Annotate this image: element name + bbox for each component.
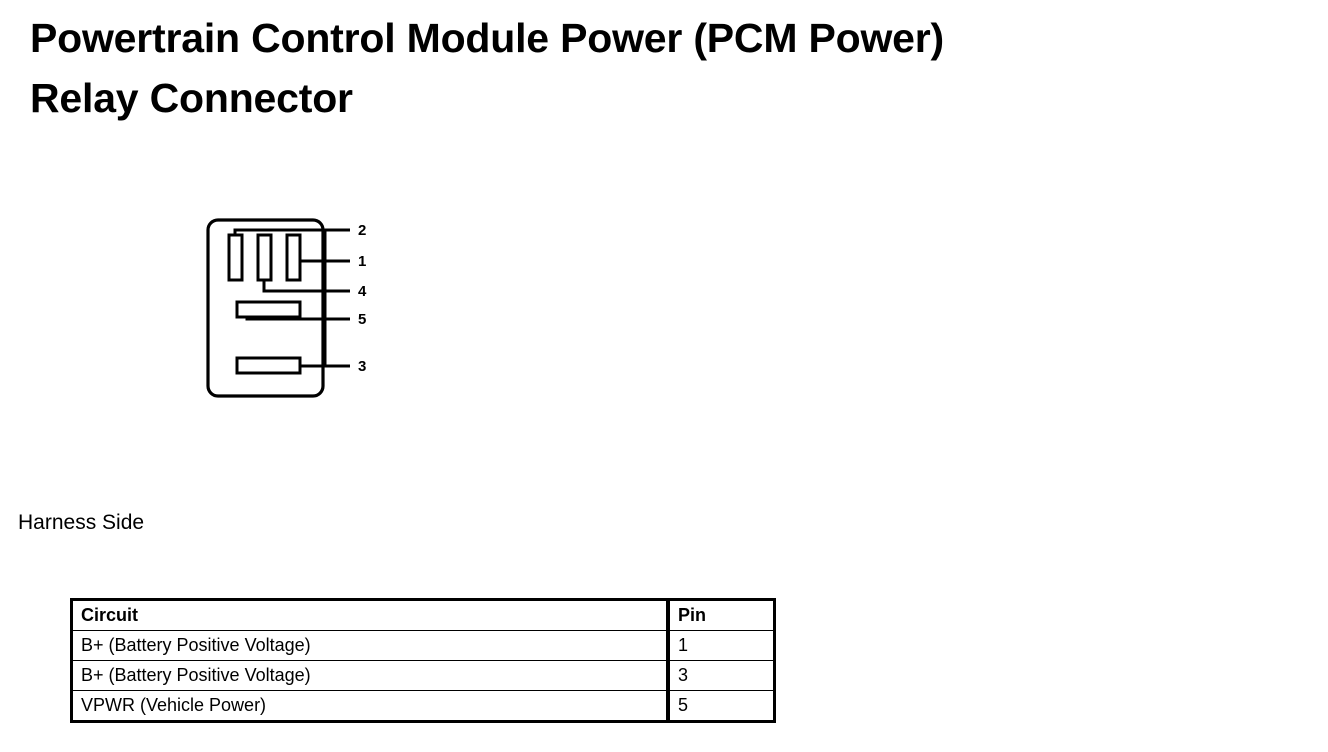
pin-number-label-5: 5 (358, 311, 367, 328)
terminal-blade-pin-5 (235, 300, 302, 319)
terminal-blade-pin-1 (285, 233, 302, 282)
leader-line-pin-4 (262, 280, 350, 293)
cell-pin: 1 (666, 630, 775, 661)
pin-number-label-3: 3 (358, 358, 367, 375)
column-header-circuit: Circuit (71, 599, 669, 631)
pinout-table: Circuit Pin B+ (Battery Positive Voltage… (70, 598, 776, 723)
cell-circuit: B+ (Battery Positive Voltage) (71, 630, 669, 661)
pin-number-label-4: 4 (358, 283, 367, 300)
cell-circuit: B+ (Battery Positive Voltage) (71, 660, 669, 691)
table-row: B+ (Battery Positive Voltage) 3 (71, 660, 775, 691)
column-header-pin: Pin (666, 599, 775, 631)
table-row: VPWR (Vehicle Power) 5 (71, 690, 775, 722)
cell-pin: 5 (666, 690, 775, 722)
pin-number-label-2: 2 (358, 222, 367, 239)
pin-number-label-1: 1 (358, 253, 367, 270)
leader-line-pin-5 (245, 317, 350, 321)
leader-line-pin-2 (233, 228, 350, 235)
table-row: B+ (Battery Positive Voltage) 1 (71, 630, 775, 661)
harness-side-label: Harness Side (18, 511, 145, 534)
cell-circuit: VPWR (Vehicle Power) (71, 690, 669, 722)
table-body: B+ (Battery Positive Voltage) 1 B+ (Batt… (71, 630, 775, 722)
relay-connector-svg (206, 218, 350, 398)
relay-connector-diagram: 2 1 4 5 3 (190, 205, 420, 410)
page-title: Powertrain Control Module Power (PCM Pow… (30, 15, 944, 122)
table-header-row: Circuit Pin (71, 599, 775, 631)
table-header: Circuit Pin (71, 599, 775, 631)
terminal-blade-pin-3 (235, 356, 302, 375)
terminal-blade-pin-2 (227, 233, 244, 282)
cell-pin: 3 (666, 660, 775, 691)
terminal-blade-pin-4 (256, 233, 273, 282)
